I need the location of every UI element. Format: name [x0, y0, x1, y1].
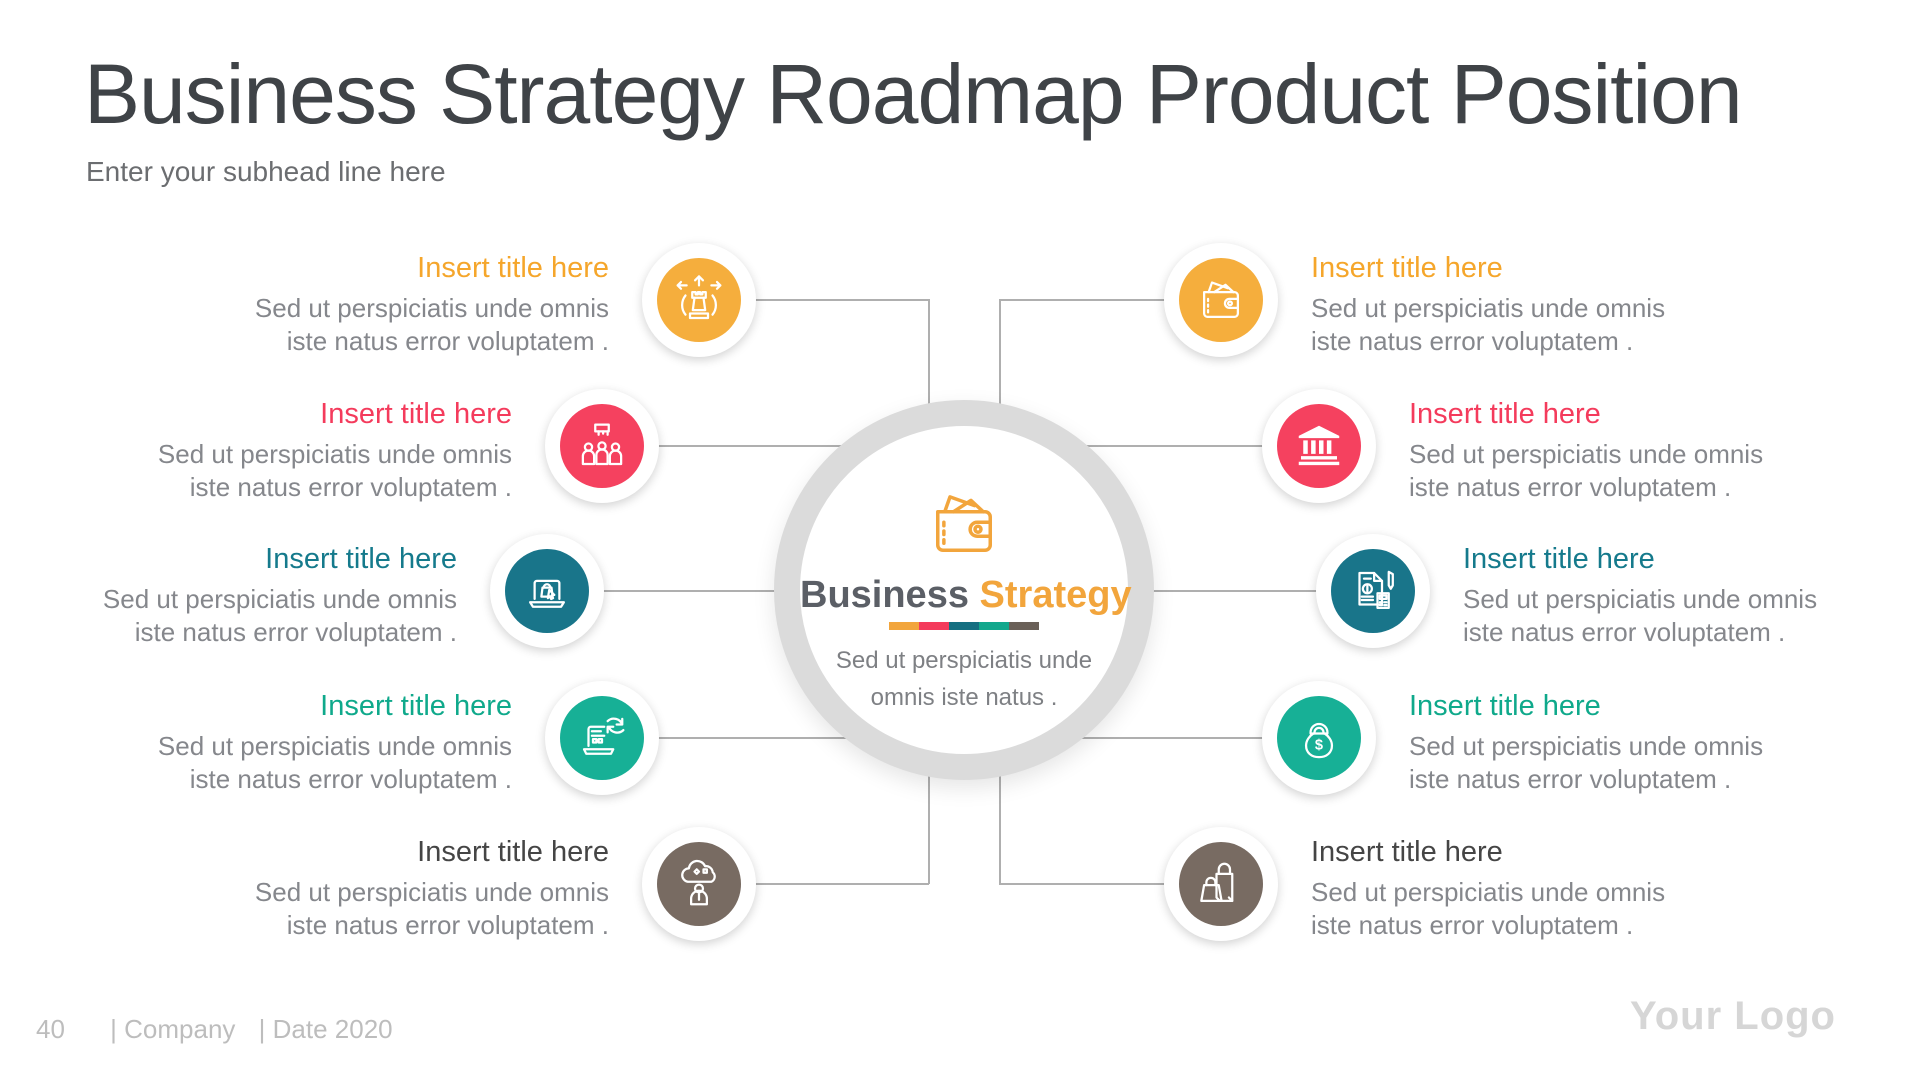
- connector-line: [928, 753, 930, 884]
- item-icon-halo: [490, 534, 604, 648]
- idea-person-icon: [681, 859, 716, 906]
- bar-segment: [1009, 622, 1039, 630]
- item-title: Insert title here: [417, 836, 609, 868]
- item-title: Insert title here: [1463, 543, 1655, 575]
- svg-text:$: $: [1315, 737, 1323, 753]
- footer-date: | Date 2020: [258, 1014, 393, 1044]
- roadmap-item-text: Insert title here Sed ut perspiciatis un…: [1311, 252, 1711, 358]
- money-weight-icon: $: [1304, 722, 1334, 759]
- hub-title: Business Strategy: [800, 574, 1132, 617]
- item-icon-bubble: [657, 842, 741, 926]
- item-icon-halo: [642, 243, 756, 357]
- item-icon-bubble: [560, 696, 644, 780]
- connector-line: [547, 590, 790, 592]
- connector-line: [699, 883, 929, 885]
- bar-segment: [979, 622, 1009, 630]
- connector-line: [999, 299, 1221, 301]
- roadmap-item-text: Insert title here Sed ut perspiciatis un…: [1409, 398, 1809, 504]
- item-title: Insert title here: [1409, 690, 1601, 722]
- item-title: Insert title here: [320, 398, 512, 430]
- item-icon-halo: $: [1262, 681, 1376, 795]
- roadmap-item-text: Insert title here Sed ut perspiciatis un…: [1463, 543, 1863, 649]
- bar-segment: [889, 622, 919, 630]
- item-icon-bubble: $: [1277, 696, 1361, 780]
- connector-line: [1068, 737, 1319, 739]
- hub-description-line2: omnis iste natus .: [870, 684, 1058, 711]
- hub-title-accent: Strategy: [979, 574, 1132, 616]
- wallet-cash-icon: [1203, 281, 1239, 318]
- roadmap-item-text: Insert title here Sed ut perspiciatis un…: [112, 398, 512, 504]
- team-icon: [581, 423, 623, 466]
- roadmap-item-text: Insert title here Sed ut perspiciatis un…: [209, 836, 609, 942]
- bar-segment: [949, 622, 979, 630]
- wallet-icon: [922, 478, 1006, 570]
- item-icon-bubble: [505, 549, 589, 633]
- item-icon-bubble: [1277, 404, 1361, 488]
- connector-line: [1138, 590, 1373, 592]
- item-icon-bubble: [1179, 842, 1263, 926]
- connector-line: [602, 445, 860, 447]
- item-icon-bubble: [560, 404, 644, 488]
- slide-subtitle: Enter your subhead line here: [86, 156, 446, 187]
- item-title: Insert title here: [320, 690, 512, 722]
- item-icon-halo: [1316, 534, 1430, 648]
- ecommerce-laptop-icon: [529, 579, 565, 608]
- item-description: Sed ut perspiciatis unde omnis iste natu…: [1409, 439, 1764, 502]
- footer-logo: Your Logo: [1630, 994, 1836, 1038]
- item-description: Sed ut perspiciatis unde omnis iste natu…: [1409, 731, 1764, 794]
- footer-company: | Company: [110, 1014, 236, 1044]
- slide-title: Business Strategy Roadmap Product Positi…: [84, 47, 1743, 141]
- item-icon-halo: [1164, 243, 1278, 357]
- roadmap-item-text: Insert title here Sed ut perspiciatis un…: [57, 543, 457, 649]
- item-description: Sed ut perspiciatis unde omnis iste natu…: [157, 439, 512, 502]
- item-description: Sed ut perspiciatis unde omnis iste natu…: [1311, 877, 1666, 940]
- sync-laptop-icon: [582, 717, 625, 755]
- item-icon-bubble: [1331, 549, 1415, 633]
- item-title: Insert title here: [1409, 398, 1601, 430]
- item-icon-halo: [545, 681, 659, 795]
- roadmap-item-text: Insert title here Sed ut perspiciatis un…: [209, 252, 609, 358]
- roadmap-item-text: Insert title here Sed ut perspiciatis un…: [112, 690, 512, 796]
- connector-line: [999, 299, 1001, 427]
- item-description: Sed ut perspiciatis unde omnis iste natu…: [157, 731, 512, 794]
- roadmap-item-text: Insert title here Sed ut perspiciatis un…: [1409, 690, 1809, 796]
- item-description: Sed ut perspiciatis unde omnis iste natu…: [254, 877, 609, 940]
- item-title: Insert title here: [265, 543, 457, 575]
- connector-line: [999, 753, 1001, 884]
- bar-segment: [919, 622, 949, 630]
- chess-strategy-icon: [676, 275, 722, 320]
- footer: 40 | Company | Date 2020: [36, 1014, 393, 1045]
- connector-line: [928, 299, 930, 427]
- item-icon-bubble: [657, 258, 741, 342]
- footer-page-number: 40: [36, 1014, 65, 1044]
- item-icon-halo: [1262, 389, 1376, 503]
- connector-line: [699, 299, 929, 301]
- roadmap-item-text: Insert title here Sed ut perspiciatis un…: [1311, 836, 1711, 942]
- connector-line: [1068, 445, 1319, 447]
- item-icon-halo: [545, 389, 659, 503]
- hub-divider-bar: [889, 622, 1039, 630]
- item-title: Insert title here: [1311, 836, 1503, 868]
- item-description: Sed ut perspiciatis unde omnis iste natu…: [1311, 293, 1666, 356]
- shopping-bags-icon: [1200, 862, 1234, 902]
- hub-description-line1: Sed ut perspiciatis unde: [835, 647, 1093, 674]
- item-title: Insert title here: [417, 252, 609, 284]
- item-description: Sed ut perspiciatis unde omnis iste natu…: [1463, 584, 1818, 647]
- hub-description: Sed ut perspiciatis unde omnis iste natu…: [800, 642, 1128, 716]
- item-icon-halo: [1164, 827, 1278, 941]
- item-icon-bubble: [1179, 258, 1263, 342]
- hub-title-primary: Business: [800, 574, 969, 616]
- hub-circle: Business Strategy Sed ut perspiciatis un…: [774, 400, 1154, 780]
- item-description: Sed ut perspiciatis unde omnis iste natu…: [254, 293, 609, 356]
- item-icon-halo: [642, 827, 756, 941]
- item-description: Sed ut perspiciatis unde omnis iste natu…: [102, 584, 457, 647]
- bank-icon: [1298, 425, 1340, 466]
- item-title: Insert title here: [1311, 252, 1503, 284]
- accounting-icon: [1358, 570, 1394, 609]
- connector-line: [999, 883, 1221, 885]
- connector-line: [602, 737, 860, 739]
